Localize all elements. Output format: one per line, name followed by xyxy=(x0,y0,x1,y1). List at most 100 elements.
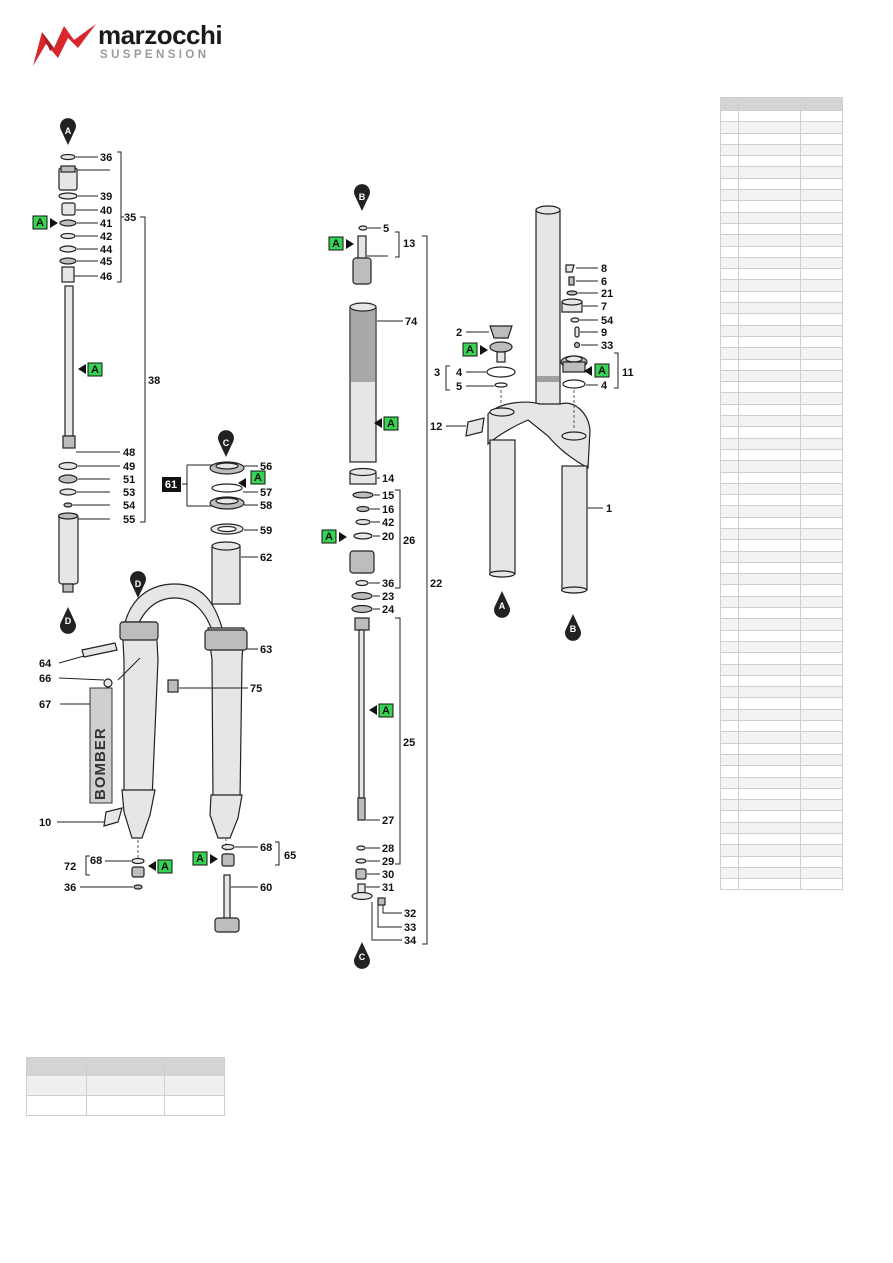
table-row xyxy=(720,460,843,473)
svg-text:48: 48 xyxy=(123,447,135,459)
svg-text:B: B xyxy=(359,192,366,202)
svg-text:D: D xyxy=(135,579,142,589)
table-row xyxy=(720,527,843,541)
svg-text:45: 45 xyxy=(100,256,112,268)
svg-text:42: 42 xyxy=(100,231,112,243)
svg-text:5: 5 xyxy=(456,381,462,393)
svg-text:68: 68 xyxy=(90,855,102,867)
svg-text:A: A xyxy=(332,238,340,250)
table-row xyxy=(720,821,843,835)
svg-text:75: 75 xyxy=(250,683,262,695)
table-row xyxy=(720,302,843,315)
marker-a-65: A xyxy=(192,851,218,866)
table-row xyxy=(720,415,843,428)
brand-name: marzocchi xyxy=(98,20,223,50)
svg-text:42: 42 xyxy=(382,517,394,529)
table-row xyxy=(720,268,843,281)
table-row xyxy=(720,448,843,462)
table-row xyxy=(720,482,843,496)
table-row xyxy=(720,697,843,710)
svg-text:A: A xyxy=(387,418,395,430)
svg-text:4: 4 xyxy=(601,380,608,392)
table-row xyxy=(720,290,843,304)
table-row xyxy=(720,663,843,676)
svg-text:53: 53 xyxy=(123,487,135,499)
svg-text:66: 66 xyxy=(39,673,51,685)
svg-text:36: 36 xyxy=(382,578,394,590)
marker-a-bottom: A xyxy=(494,591,510,618)
table-row xyxy=(720,121,843,134)
table-row xyxy=(720,618,843,631)
svg-text:22: 22 xyxy=(430,578,442,590)
svg-text:63: 63 xyxy=(260,644,272,656)
table-row xyxy=(720,573,843,586)
table-row xyxy=(720,516,843,529)
marker-a-2: A xyxy=(462,342,488,357)
table-row xyxy=(720,776,843,789)
svg-text:68: 68 xyxy=(260,842,272,854)
svg-text:A: A xyxy=(36,217,44,229)
table-row xyxy=(720,505,843,518)
table-row xyxy=(720,437,843,450)
table-row xyxy=(720,256,843,270)
table-row xyxy=(720,471,843,484)
svg-text:54: 54 xyxy=(601,315,614,327)
svg-text:C: C xyxy=(359,952,366,962)
svg-text:40: 40 xyxy=(100,205,112,217)
table-row xyxy=(720,832,843,846)
table-row xyxy=(720,494,843,507)
svg-text:60: 60 xyxy=(260,882,272,894)
table-row xyxy=(720,686,843,699)
svg-text:44: 44 xyxy=(100,244,113,256)
svg-text:56: 56 xyxy=(260,461,272,473)
svg-text:A: A xyxy=(382,705,390,717)
svg-text:61: 61 xyxy=(165,479,177,491)
table-row xyxy=(720,324,843,337)
svg-text:41: 41 xyxy=(100,218,112,230)
table-row xyxy=(720,742,843,755)
marker-a-top: A xyxy=(59,118,76,145)
svg-text:C: C xyxy=(223,438,230,448)
marker-a-11: A xyxy=(584,363,610,378)
marker-a-74: A xyxy=(374,416,399,431)
table-row xyxy=(720,166,843,179)
svg-text:30: 30 xyxy=(382,869,394,881)
table-row xyxy=(720,799,843,812)
svg-text:6: 6 xyxy=(601,276,607,288)
bomber-decal: BOMBER xyxy=(89,687,113,804)
svg-text:74: 74 xyxy=(405,316,418,328)
table-row xyxy=(720,561,843,575)
svg-text:20: 20 xyxy=(382,531,394,543)
table-row xyxy=(720,844,843,857)
marker-a-41: A xyxy=(32,215,58,230)
table-row xyxy=(720,189,843,202)
svg-text:65: 65 xyxy=(284,850,296,862)
table-row xyxy=(720,279,843,292)
svg-text:32: 32 xyxy=(404,908,416,920)
table-row xyxy=(720,550,843,563)
svg-text:13: 13 xyxy=(403,238,415,250)
svg-text:10: 10 xyxy=(39,817,51,829)
table-row xyxy=(720,347,843,360)
svg-text:D: D xyxy=(65,616,72,626)
svg-text:72: 72 xyxy=(64,861,76,873)
table-row xyxy=(720,855,843,868)
table-row xyxy=(720,132,843,145)
svg-text:14: 14 xyxy=(382,473,395,485)
table-row xyxy=(720,200,843,213)
svg-text:1: 1 xyxy=(606,503,612,515)
svg-text:A: A xyxy=(254,472,262,484)
svg-text:2: 2 xyxy=(456,327,462,339)
svg-text:4: 4 xyxy=(456,367,463,379)
table-row xyxy=(720,629,843,642)
svg-text:A: A xyxy=(196,853,204,865)
svg-text:55: 55 xyxy=(123,514,135,526)
svg-text:12: 12 xyxy=(430,421,442,433)
svg-text:25: 25 xyxy=(403,737,415,749)
svg-text:B: B xyxy=(570,624,577,634)
svg-text:9: 9 xyxy=(601,327,607,339)
svg-text:A: A xyxy=(65,126,72,136)
table-row xyxy=(720,369,843,383)
svg-text:51: 51 xyxy=(123,474,135,486)
svg-text:33: 33 xyxy=(601,340,613,352)
